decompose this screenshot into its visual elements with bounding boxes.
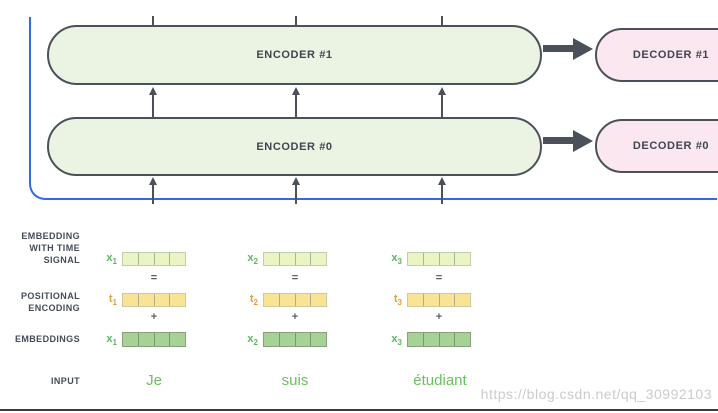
- input-arrow-shaft-2: [295, 184, 297, 204]
- blue-bracket-line: [29, 17, 717, 200]
- x3-embedding-label: x3: [391, 333, 402, 348]
- embedding-vector-3: [407, 332, 471, 347]
- input-arrow-shaft-1: [152, 184, 154, 204]
- up-arrow-icon: [438, 177, 446, 185]
- embedding-vector-1: [122, 332, 186, 347]
- x1-time-signal-label: x1: [106, 252, 117, 267]
- plus-sign: +: [435, 311, 443, 323]
- encoder1-to-decoder1-arrow-shaft: [543, 45, 574, 52]
- input-word-1: Je: [146, 372, 162, 389]
- mid-arrow-shaft-2: [295, 94, 297, 117]
- encoder1-output-line-1: [152, 16, 154, 26]
- label-embeddings: EMBEDDINGS: [0, 333, 80, 345]
- encoder-1-label: ENCODER #1: [256, 49, 333, 61]
- encoder-0-block: ENCODER #0: [47, 117, 542, 176]
- x2-time-signal-label: x2: [247, 252, 258, 267]
- label-line: WITH TIME: [29, 243, 80, 253]
- label-line: EMBEDDING: [21, 231, 80, 241]
- label-line: INPUT: [51, 376, 80, 386]
- label-line: POSITIONAL: [20, 291, 80, 301]
- input-word-2: suis: [281, 372, 309, 389]
- x3-time-signal-label: x3: [391, 252, 402, 267]
- equals-sign: =: [435, 272, 443, 284]
- mid-arrow-shaft-1: [152, 94, 154, 117]
- label-positional-encoding: POSITIONAL ENCODING: [0, 290, 80, 314]
- label-line: ENCODING: [28, 303, 80, 313]
- t2-positional-label: t2: [249, 293, 258, 308]
- right-arrow-icon: [573, 38, 593, 60]
- decoder-1-label: DECODER #1: [632, 49, 710, 61]
- positional-vector-1: [122, 293, 186, 307]
- decoder-0-label: DECODER #0: [632, 140, 710, 152]
- label-embedding-with-time-signal: EMBEDDING WITH TIME SIGNAL: [0, 230, 80, 266]
- encoder0-to-decoder0-arrow-shaft: [543, 137, 574, 144]
- mid-arrow-shaft-3: [441, 94, 443, 117]
- encoder1-output-line-3: [441, 16, 443, 26]
- decoder-0-block: DECODER #0: [595, 119, 718, 173]
- up-arrow-icon: [438, 87, 446, 95]
- x1-embedding-label: x1: [106, 333, 117, 348]
- input-word-3: étudiant: [413, 372, 467, 389]
- plus-sign: +: [150, 311, 158, 323]
- time-signal-vector-3: [407, 252, 471, 266]
- equals-sign: =: [291, 272, 299, 284]
- x2-embedding-label: x2: [247, 333, 258, 348]
- up-arrow-icon: [292, 177, 300, 185]
- t3-positional-label: t3: [393, 293, 402, 308]
- watermark-text: https://blog.csdn.net/qq_30992103: [480, 386, 712, 402]
- embedding-vector-2: [263, 332, 327, 347]
- right-arrow-icon: [573, 130, 593, 152]
- encoder-1-block: ENCODER #1: [47, 25, 542, 85]
- decoder-1-block: DECODER #1: [595, 28, 718, 82]
- time-signal-vector-1: [122, 252, 186, 266]
- time-signal-vector-2: [263, 252, 327, 266]
- up-arrow-icon: [149, 177, 157, 185]
- bottom-divider: [0, 409, 718, 411]
- label-line: EMBEDDINGS: [14, 334, 80, 344]
- input-arrow-shaft-3: [441, 184, 443, 204]
- up-arrow-icon: [149, 87, 157, 95]
- label-input: INPUT: [0, 375, 80, 387]
- plus-sign: +: [291, 311, 299, 323]
- positional-vector-3: [407, 293, 471, 307]
- label-line: SIGNAL: [43, 255, 80, 265]
- equals-sign: =: [150, 272, 158, 284]
- t1-positional-label: t1: [108, 293, 117, 308]
- up-arrow-icon: [292, 87, 300, 95]
- positional-vector-2: [263, 293, 327, 307]
- encoder1-output-line-2: [295, 16, 297, 26]
- encoder-0-label: ENCODER #0: [256, 140, 333, 153]
